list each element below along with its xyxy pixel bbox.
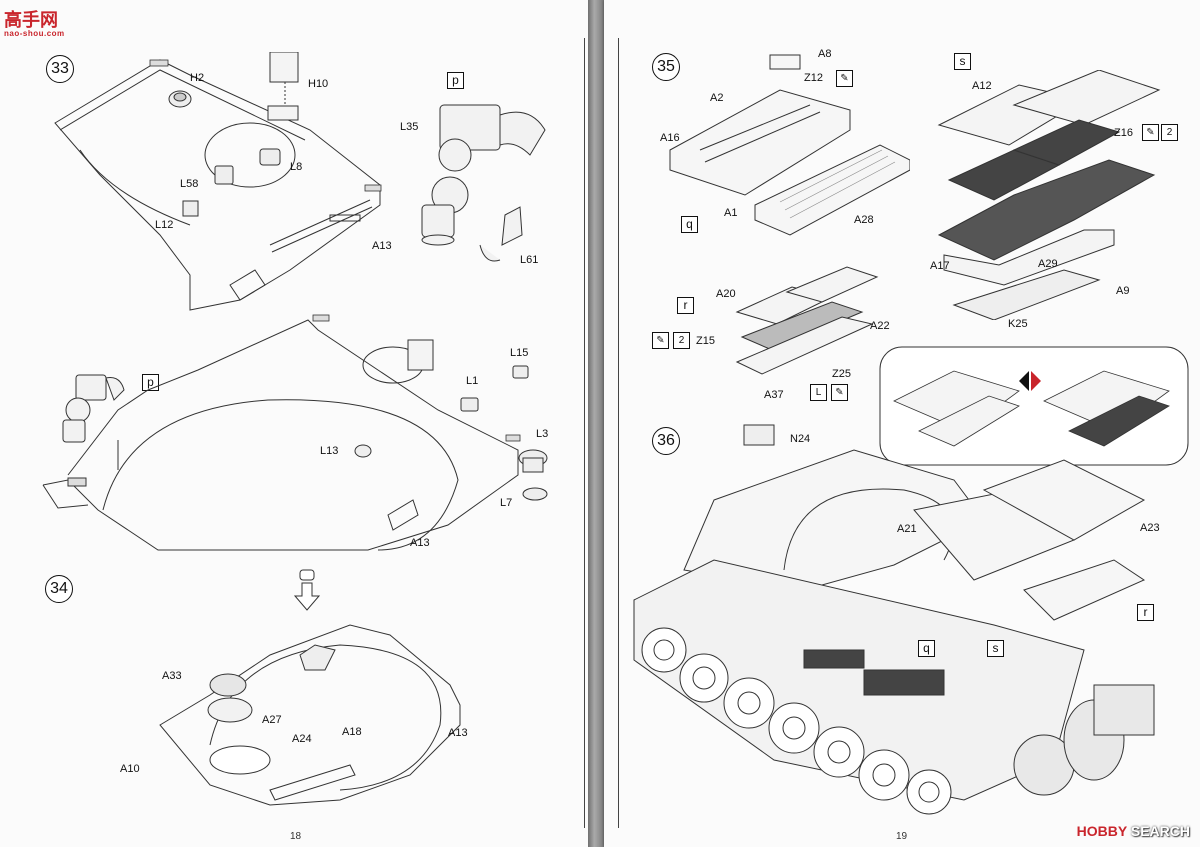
watermark-rest: SEARCH: [1130, 823, 1190, 839]
label-a9: A9: [1116, 285, 1130, 297]
page-number-left: 18: [290, 831, 302, 842]
part-l15-drawing: [512, 365, 529, 379]
step-34-hull-drawing: [159, 624, 461, 806]
subassembly-p-drawing: [421, 104, 546, 262]
label-a16: A16: [660, 132, 680, 144]
subassembly-p-small-drawing: [62, 374, 125, 443]
label-a27: A27: [262, 714, 282, 726]
step-33-hull-drawing: [54, 59, 382, 311]
label-a29: A29: [1038, 258, 1058, 270]
part-h2-drawing: [168, 90, 192, 108]
label-a13-step33b: A13: [410, 537, 430, 549]
glue-icon-2: ✎: [1142, 124, 1159, 141]
step-35-badge: 35: [652, 53, 680, 81]
page-number-right: 19: [896, 831, 908, 842]
label-k25: K25: [1008, 318, 1028, 330]
glue-icon-3: ✎: [652, 332, 669, 349]
label-a24: A24: [292, 733, 312, 745]
label-z16: Z16: [1114, 127, 1133, 139]
label-a8: A8: [818, 48, 832, 60]
step-35-frame-s-drawing: [937, 70, 1161, 320]
step-36-badge: 36: [652, 427, 680, 455]
subassembly-tag-q: q: [681, 216, 698, 233]
subassembly-tag-s-2: s: [987, 640, 1004, 657]
hobbysearch-watermark: HOBBY SEARCH: [1077, 823, 1190, 839]
part-l13-drawing: [354, 444, 372, 458]
label-a33: A33: [162, 670, 182, 682]
label-a37: A37: [764, 389, 784, 401]
label-a13-step34: A13: [448, 727, 468, 739]
label-a1: A1: [724, 207, 738, 219]
label-z25: Z25: [832, 368, 851, 380]
logo-subtext: nao-shou.com: [4, 29, 65, 38]
label-a20: A20: [716, 288, 736, 300]
subassembly-tag-q-2: q: [918, 640, 935, 657]
part-l58-drawing: [214, 165, 234, 185]
label-z15: Z15: [696, 335, 715, 347]
label-n24: N24: [790, 433, 811, 445]
right-page-frame: [618, 38, 1191, 828]
label-a23: A23: [1140, 522, 1160, 534]
subassembly-tag-r-2: r: [1137, 604, 1154, 621]
quantity-two-icon: 2: [1161, 124, 1178, 141]
glue-icon-4: ✎: [831, 384, 848, 401]
step-33-badge: 33: [46, 55, 74, 83]
comparison-callout-drawing: [879, 346, 1189, 466]
label-l61: L61: [520, 254, 539, 266]
subassembly-tag-s: s: [954, 53, 971, 70]
label-a2: A2: [710, 92, 724, 104]
step-35-frame-r-drawing: [735, 266, 879, 375]
label-a17: A17: [930, 260, 950, 272]
right-page: 35 A8 Z12 ✎ A2 A16 q A1 A28 s A12 Z16: [604, 0, 1200, 847]
part-h10-drawing: [267, 52, 299, 121]
glue-icon: ✎: [836, 70, 853, 87]
subassembly-tag-r: r: [677, 297, 694, 314]
label-l15: L15: [510, 347, 529, 359]
site-logo: 高手网 nao-shou.com: [4, 6, 65, 38]
left-page-frame: [18, 38, 585, 828]
step-36-tank-drawing: [633, 424, 1155, 815]
label-l7: L7: [500, 497, 513, 509]
label-z12: Z12: [804, 72, 823, 84]
label-a18: A18: [342, 726, 362, 738]
label-l35: L35: [400, 121, 419, 133]
label-l12: L12: [155, 219, 174, 231]
left-page: 高手网 nao-shou.com 33 H2 H10: [0, 0, 588, 847]
book-gutter: [588, 0, 604, 847]
part-l12-drawing: [182, 200, 199, 217]
label-h2: H2: [190, 72, 205, 84]
label-l1: L1: [466, 375, 479, 387]
label-l3: L3: [536, 428, 549, 440]
step-34-badge: 34: [45, 575, 73, 603]
down-arrow-icon: [293, 569, 321, 611]
label-l58: L58: [180, 178, 199, 190]
label-l13: L13: [320, 445, 339, 457]
label-l8: L8: [290, 161, 303, 173]
watermark-brand: HOBBY: [1076, 823, 1127, 839]
step-35-frame-q-drawing: [669, 54, 910, 236]
part-l3-l7-drawing: [518, 449, 548, 501]
logo-text: 高手网: [4, 10, 58, 30]
label-a21: A21: [897, 523, 917, 535]
label-a10: A10: [120, 763, 140, 775]
part-l1-drawing: [460, 397, 479, 412]
subassembly-tag-p: p: [447, 72, 464, 89]
quantity-two-icon-2: 2: [673, 332, 690, 349]
label-a12: A12: [972, 80, 992, 92]
left-side-icon: L: [810, 384, 827, 401]
part-l8-drawing: [259, 148, 281, 166]
label-a28: A28: [854, 214, 874, 226]
label-h10: H10: [308, 78, 329, 90]
step-33b-hull-drawing: [42, 314, 521, 551]
subassembly-tag-p-2: p: [142, 374, 159, 391]
label-a13-step33: A13: [372, 240, 392, 252]
label-a22: A22: [870, 320, 890, 332]
